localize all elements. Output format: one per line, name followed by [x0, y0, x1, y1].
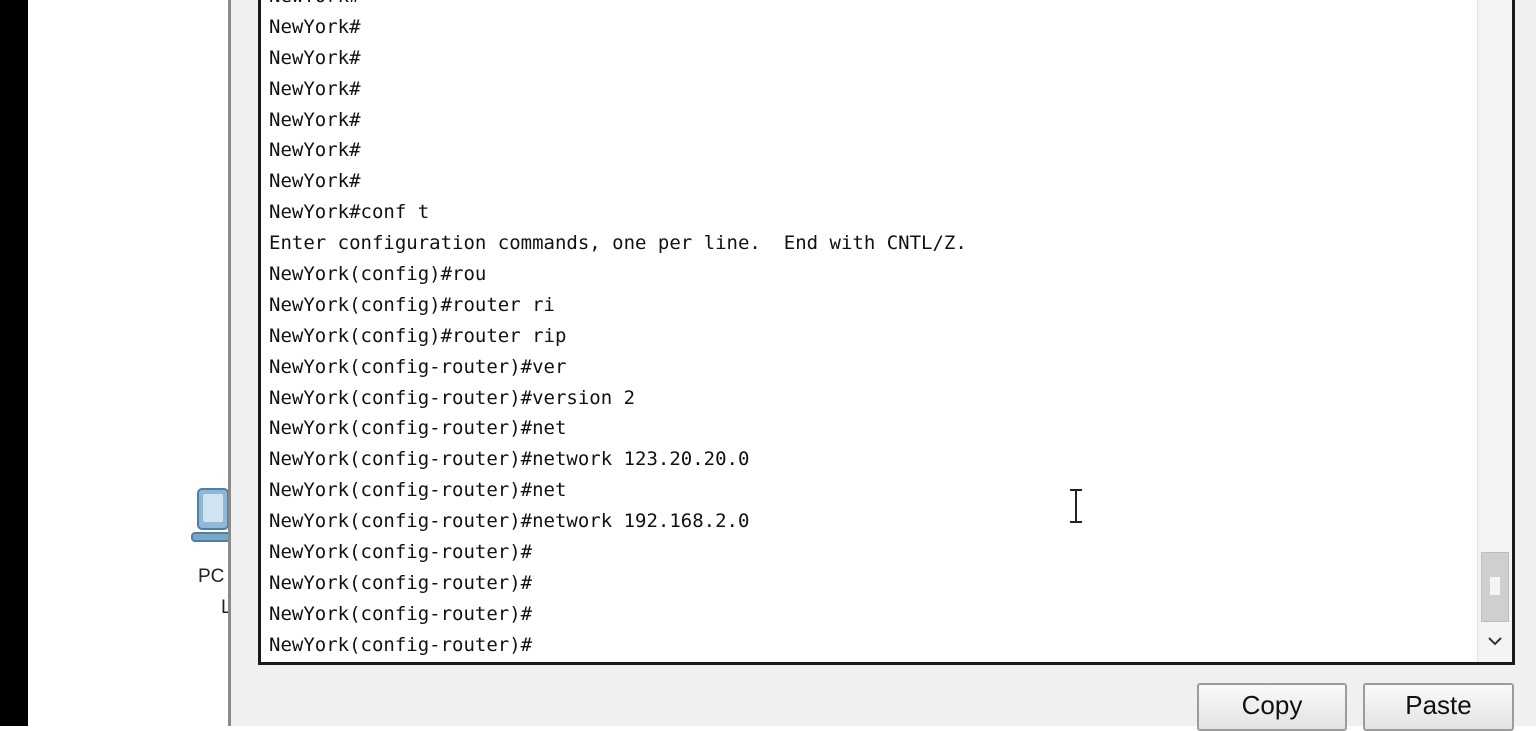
pc-icon[interactable]: [182, 485, 231, 565]
terminal-scrollbar[interactable]: [1477, 0, 1512, 662]
terminal-line: NewYork(config-router)#: [269, 541, 533, 564]
topology-workspace[interactable]: [28, 0, 228, 726]
terminal-line: NewYork(config-router)#network 192.168.2…: [269, 510, 750, 533]
terminal-line: NewYork(config-router)#: [269, 602, 533, 625]
terminal-line: NewYork(config-router)#ver: [269, 355, 567, 378]
terminal-line: NewYork#: [269, 46, 361, 69]
text-cursor-icon: [1066, 488, 1086, 524]
terminal-line: NewYork(config-router)#: [269, 633, 533, 656]
terminal-line: NewYork(config-router)#net: [269, 417, 567, 440]
terminal-line: NewYork#: [269, 0, 967, 12]
terminal-line: NewYork#: [269, 170, 361, 193]
terminal-line: NewYork(config-router)#version 2: [269, 386, 636, 409]
pc-device-label-secondary: L: [221, 597, 232, 618]
window-edge: [0, 0, 28, 726]
paste-button[interactable]: Paste: [1363, 683, 1514, 731]
terminal-line: NewYork(config)#router ri: [269, 293, 555, 316]
scrollbar-grip: [1490, 577, 1500, 595]
scrollbar-thumb[interactable]: [1481, 552, 1509, 622]
terminal-line: NewYork#: [269, 139, 361, 162]
terminal-line: NewYork#: [269, 15, 361, 38]
terminal-line: NewYork(config-router)#net: [269, 479, 567, 502]
terminal-line: NewYork(config)#rou: [269, 263, 487, 286]
cli-terminal[interactable]: NewYork# NewYork# NewYork# NewYork# NewYork#…: [258, 0, 1515, 665]
terminal-line: NewYork#: [269, 77, 361, 100]
terminal-line: Enter configuration commands, one per li…: [269, 232, 967, 255]
terminal-line: NewYork(config)#router rip: [269, 324, 567, 347]
copy-button[interactable]: Copy: [1197, 683, 1347, 731]
terminal-line: NewYork(config-router)#network 123.20.20…: [269, 448, 750, 471]
chevron-down-icon[interactable]: [1478, 626, 1512, 656]
terminal-line: NewYork#: [269, 108, 361, 131]
terminal-output: NewYork# NewYork# NewYork# NewYork# NewYork#…: [269, 0, 967, 661]
terminal-line: NewYork(config-router)#: [269, 571, 533, 594]
terminal-line: NewYork#conf t: [269, 201, 430, 224]
pc-device-label: PC: [198, 566, 225, 587]
